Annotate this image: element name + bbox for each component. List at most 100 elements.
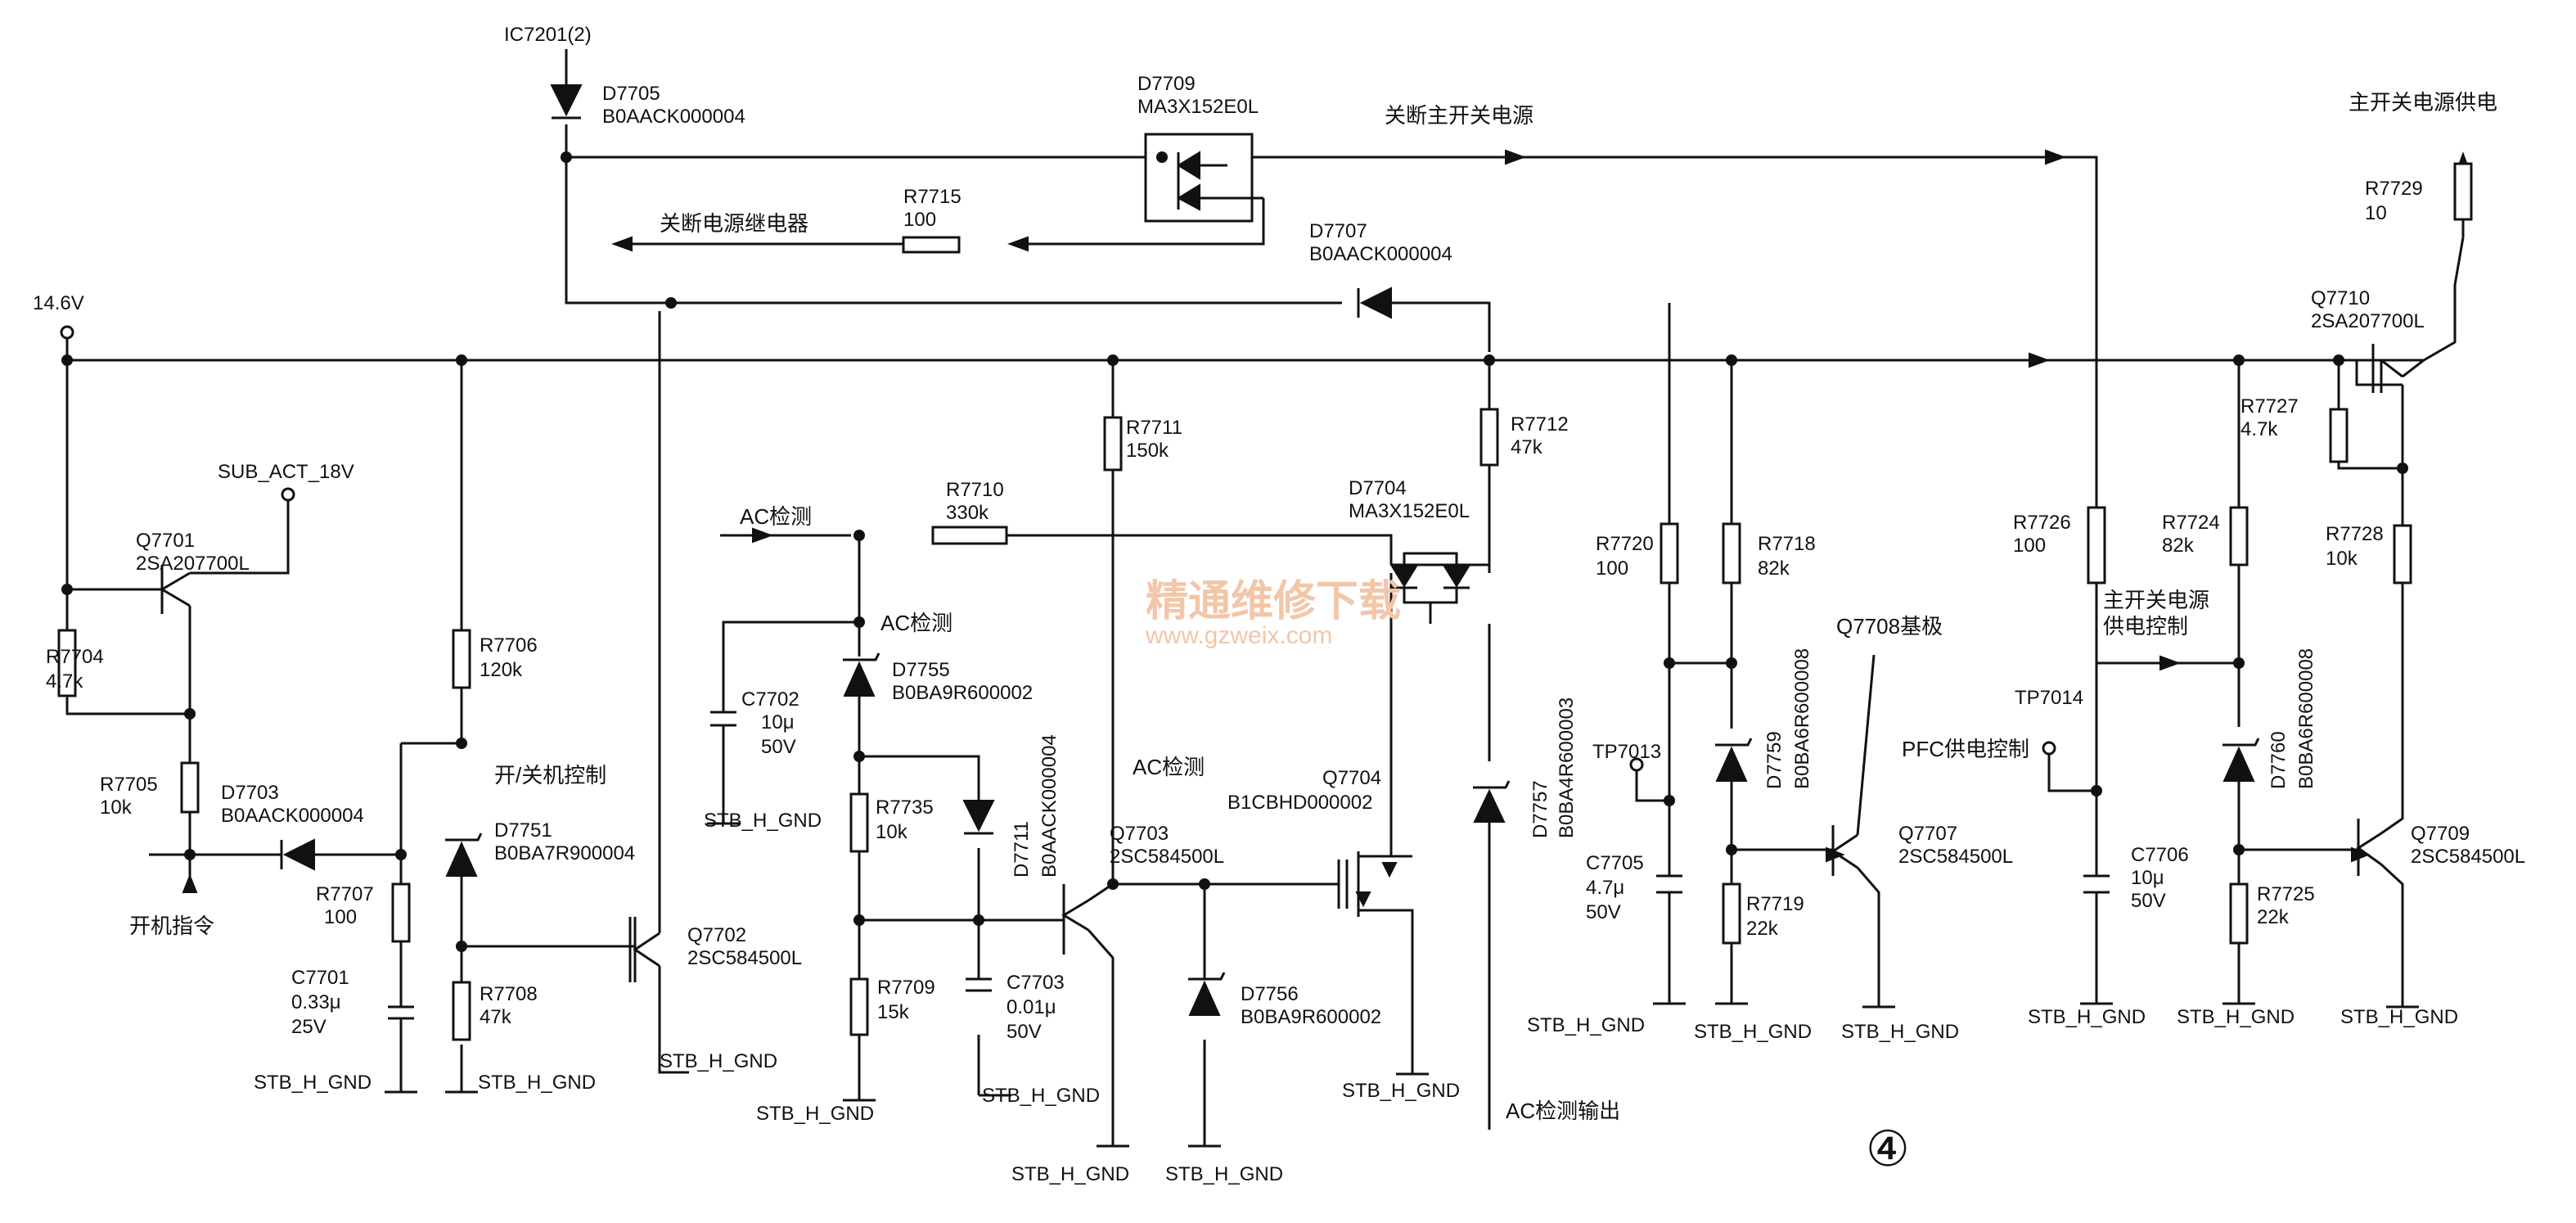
diode-d7703: [282, 838, 315, 871]
label-c7705-ref: C7705: [1586, 852, 1644, 874]
label-r7724-ref: R7724: [2162, 512, 2220, 534]
label-q7703-ref: Q7703: [1110, 823, 1169, 845]
label-gnd: STB_H_GND: [478, 1072, 596, 1094]
resistor-r7704: [57, 629, 77, 697]
label-d7703-val: B0AACK000004: [221, 805, 364, 827]
label-tp7013: TP7013: [1592, 741, 1661, 763]
label-r7725-ref: R7725: [2257, 883, 2315, 905]
resistor-r7719: [1722, 882, 1741, 945]
zener-d7759: [1715, 746, 1748, 782]
label-r7725-val: 22k: [2257, 906, 2290, 928]
label-r7711-ref: R7711: [1126, 417, 1182, 439]
label-page-num: ④: [1866, 1121, 1910, 1176]
label-d7751-ref: D7751: [494, 819, 552, 842]
label-sub-act: SUB_ACT_18V: [218, 461, 354, 483]
label-r7710-ref: R7710: [946, 479, 1004, 501]
label-r7707-ref: R7707: [316, 883, 374, 905]
label-q7704-val: B1CBHD000002: [1227, 792, 1372, 814]
label-q7707-val: 2SC584500L: [1898, 846, 2013, 868]
label-r7720-val: 100: [1596, 557, 1628, 580]
label-r7727-val: 4.7k: [2240, 418, 2278, 440]
resistor-r7715: [902, 236, 961, 254]
label-main-ctrl-1: 主开关电源: [2103, 588, 2209, 612]
label-d7759-ref: D7759: [1763, 731, 1786, 789]
label-gnd: STB_H_GND: [1165, 1163, 1283, 1185]
label-ac-out: AC检测输出: [1506, 1099, 1620, 1123]
capacitor-c7702: [710, 711, 736, 766]
label-r7708-ref: R7708: [480, 983, 538, 1005]
label-r7710-val: 330k: [946, 502, 989, 524]
label-c7701-v: 25V: [291, 1016, 327, 1038]
label-c7706-val: 10μ: [2131, 867, 2164, 889]
watermark-url: www.gzweix.com: [1145, 622, 1332, 649]
zener-d7755: [843, 661, 876, 697]
label-power-ctrl: 开/关机控制: [494, 763, 606, 788]
label-q7710-ref: Q7710: [2311, 287, 2370, 309]
capacitor-c7701: [388, 1005, 414, 1020]
label-c7701-val: 0.33μ: [291, 991, 341, 1013]
label-gnd: STB_H_GND: [2028, 1006, 2146, 1028]
label-r7712-val: 47k: [1511, 436, 1543, 458]
label-d7756-ref: D7756: [1241, 983, 1299, 1005]
diode-d7711: [962, 800, 995, 833]
label-main-ctrl-2: 供电控制: [2103, 614, 2188, 639]
resistor-r7729: [2453, 162, 2473, 221]
junctions: [60, 151, 2408, 952]
label-d7755-val: B0BA9R600002: [892, 682, 1033, 704]
label-c7705-v: 50V: [1586, 901, 1621, 923]
label-gnd: STB_H_GND: [704, 810, 822, 832]
label-c7706-v: 50V: [2131, 890, 2166, 912]
label-q7708-base: Q7708基极: [1836, 614, 1943, 639]
label-r7720-ref: R7720: [1596, 533, 1654, 555]
arrows: [182, 149, 2471, 893]
resistor-r7725: [2229, 882, 2249, 945]
label-q7710-val: 2SA207700L: [2311, 310, 2425, 332]
diode-d7707: [1359, 287, 1392, 319]
label-r7709-val: 15k: [877, 1001, 910, 1023]
label-gnd: STB_H_GND: [1527, 1014, 1645, 1036]
zener-d7760: [2222, 746, 2255, 782]
label-r7706-val: 120k: [480, 659, 523, 681]
label-d7759-val: B0BA6R600008: [1791, 648, 1813, 789]
label-q7701-ref: Q7701: [136, 530, 195, 552]
mosfet-q7704: [1337, 860, 1398, 909]
components: [57, 84, 2473, 1045]
label-tp7014: TP7014: [2015, 687, 2083, 709]
label-gnd: STB_H_GND: [2177, 1006, 2295, 1028]
testpoint-tp7013: [1629, 757, 1644, 772]
label-c7703-ref: C7703: [1007, 972, 1065, 994]
label-q7702-val: 2SC584500L: [687, 947, 802, 969]
label-gnd: STB_H_GND: [1011, 1163, 1129, 1185]
label-shutdown-relay: 关断电源继电器: [660, 211, 808, 236]
resistor-r7726: [2087, 506, 2106, 584]
label-ac-detect-in: AC检测: [740, 504, 812, 529]
label-c7703-v: 50V: [1007, 1021, 1042, 1043]
resistor-r7724: [2229, 506, 2249, 566]
label-gnd: STB_H_GND: [254, 1072, 372, 1094]
label-pfc-ctrl: PFC供电控制: [1902, 737, 2029, 761]
label-r7735-val: 10k: [876, 821, 908, 843]
resistor-r7705: [180, 761, 200, 814]
label-c7702-ref: C7702: [741, 688, 799, 711]
label-d7709-ref: D7709: [1137, 73, 1196, 95]
label-gnd: STB_H_GND: [1841, 1021, 1959, 1043]
label-r7726-ref: R7726: [2013, 512, 2071, 534]
label-d7707-val: B0AACK000004: [1309, 243, 1452, 265]
label-c7703-val: 0.01μ: [1007, 996, 1056, 1018]
label-d7704-ref: D7704: [1349, 477, 1407, 499]
label-gnd: STB_H_GND: [982, 1085, 1100, 1107]
label-r7704-ref: R7704: [46, 646, 104, 668]
ground-symbols: [385, 822, 2419, 1148]
label-gnd: STB_H_GND: [2340, 1006, 2458, 1028]
label-r7715-val: 100: [903, 209, 936, 231]
label-r7728-val: 10k: [2326, 548, 2358, 570]
label-r7704-val: 4.7k: [46, 670, 83, 693]
label-q7707-ref: Q7707: [1898, 823, 1957, 845]
watermark-title: 精通维修下载: [1146, 578, 1401, 625]
label-d7757-val: B0BA4R600003: [1556, 697, 1578, 838]
label-r7724-val: 82k: [2162, 535, 2195, 557]
label-14v6: 14.6V: [33, 292, 84, 314]
label-r7719-val: 22k: [1746, 918, 1779, 940]
label-q7701-val: 2SA207700L: [136, 553, 250, 575]
